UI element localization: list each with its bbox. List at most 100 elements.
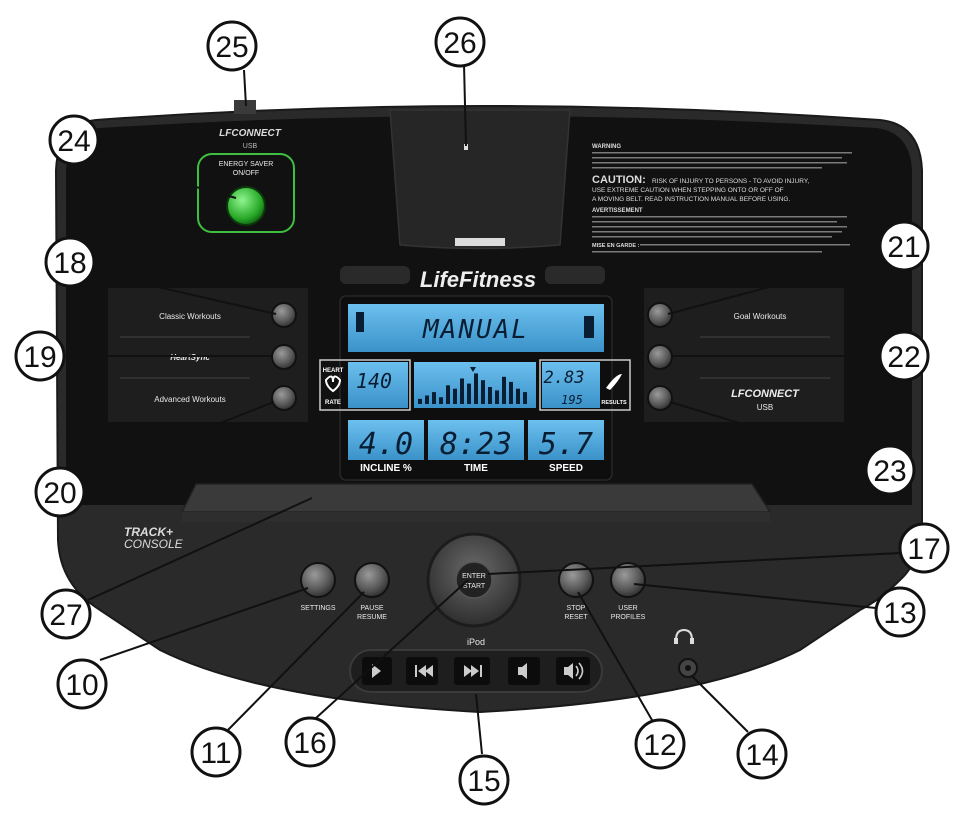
- volume-down-icon: [518, 663, 527, 679]
- results-window: [542, 362, 600, 408]
- play-icon: [372, 664, 381, 678]
- lfconnect-usb-label: USB: [757, 403, 773, 412]
- profile-bar: [467, 383, 471, 404]
- callout-10: 10: [56, 658, 108, 710]
- svg-text:18: 18: [53, 247, 86, 280]
- callout-26: 26: [434, 16, 486, 68]
- ipod-next-button[interactable]: [454, 657, 490, 685]
- usb-port-top[interactable]: [234, 100, 256, 114]
- ipod-volume-down-button[interactable]: [508, 657, 540, 685]
- profiles-label-1: USER: [618, 605, 637, 612]
- svg-text:23: 23: [873, 455, 906, 488]
- rack-marker: [464, 144, 468, 150]
- ipod-label: iPod: [467, 637, 485, 647]
- lfconnect-usb-brand: LFCONNECT: [731, 388, 800, 400]
- profile-bars: [418, 373, 527, 404]
- speed-value: 5.7: [539, 427, 593, 462]
- rack-slot: [455, 238, 505, 246]
- stop-reset-button[interactable]: [558, 562, 594, 598]
- heart-rate-frame: [319, 359, 411, 411]
- callout-17: 17: [898, 522, 950, 574]
- warning-label: WARNING CAUTION: RISK OF INJURY TO PERSO…: [592, 144, 852, 253]
- user-profiles-button[interactable]: [610, 562, 646, 598]
- callout-19: 19: [14, 330, 66, 382]
- time-value: 8:23: [440, 427, 512, 462]
- speed-label: SPEED: [549, 463, 583, 474]
- goal-workouts-label: Goal Workouts: [734, 312, 787, 321]
- ipod-volume-up-button[interactable]: [556, 657, 590, 685]
- svg-text:14: 14: [745, 739, 778, 772]
- caution-line1: RISK OF INJURY TO PERSONS - TO AVOID INJ…: [652, 178, 809, 185]
- callout-15: 15: [458, 754, 510, 806]
- heart-rate-value: 140: [356, 369, 392, 393]
- ipod-previous-button[interactable]: [406, 657, 438, 685]
- enter-start-button[interactable]: [455, 561, 493, 599]
- track-logo: TRACK+: [124, 525, 173, 539]
- callouts: 25 24 26 18 19 20 21 22 23 27 17 10 11 1…: [14, 16, 950, 806]
- headphone-icon: [675, 628, 693, 641]
- warning-heading: WARNING: [592, 144, 621, 150]
- goal-workouts-button[interactable]: [647, 302, 673, 328]
- profile-bar: [474, 373, 478, 404]
- results-flag-icon: [606, 374, 622, 390]
- right-menu-button-2[interactable]: [647, 344, 673, 370]
- usb-label-top: USB: [243, 143, 258, 150]
- profile-bar: [446, 385, 450, 404]
- stop-label-2: RESET: [564, 614, 588, 621]
- svg-text:15: 15: [467, 765, 500, 798]
- heart-icon: [324, 375, 342, 393]
- time-label: TIME: [464, 463, 488, 474]
- start-label: START: [463, 583, 486, 590]
- callout-23: 23: [864, 444, 916, 496]
- callout-20: 20: [34, 466, 86, 518]
- pause-label-2: RESUME: [357, 614, 387, 621]
- settings-button[interactable]: [300, 562, 336, 598]
- profile-bar: [460, 378, 464, 404]
- heartsync-button[interactable]: [271, 344, 297, 370]
- profile-bar: [509, 381, 513, 404]
- incline-value: 4.0: [359, 427, 413, 462]
- profile-bar: [495, 390, 499, 404]
- heartsync-label: HeartSync: [170, 353, 210, 362]
- energy-saver-label-2: ON/OFF: [233, 170, 259, 177]
- svg-text:16: 16: [293, 727, 326, 760]
- profile-bar: [481, 380, 485, 404]
- advanced-workouts-button[interactable]: [271, 385, 297, 411]
- svg-text:26: 26: [443, 27, 476, 60]
- heart-rate-window: [348, 362, 408, 408]
- energy-saver-frame: [197, 153, 295, 233]
- lcd-icon-right: [584, 316, 594, 338]
- profile-bar: [453, 388, 457, 404]
- energy-saver-label-1: ENERGY SAVER: [219, 161, 274, 168]
- classic-workouts-button[interactable]: [271, 302, 297, 328]
- energy-saver-button[interactable]: [226, 186, 266, 226]
- svg-text:19: 19: [23, 341, 56, 374]
- svg-text:27: 27: [49, 599, 82, 632]
- callout-14: 14: [736, 728, 788, 780]
- console-logo: CONSOLE: [124, 537, 184, 551]
- next-icon: [464, 665, 482, 677]
- time-window: [428, 420, 524, 460]
- volume-up-icon: [564, 663, 573, 679]
- enter-label: ENTER: [462, 573, 486, 580]
- profile-bar: [432, 392, 436, 404]
- classic-workouts-label: Classic Workouts: [159, 312, 221, 321]
- advanced-workouts-label: Advanced Workouts: [154, 395, 225, 404]
- caution-word: CAUTION:: [592, 174, 646, 186]
- callout-25: 25: [206, 20, 258, 72]
- callout-21: 21: [878, 220, 930, 272]
- heart-label-bottom: RATE: [325, 400, 341, 406]
- callout-11: 11: [190, 726, 242, 778]
- pause-resume-button[interactable]: [354, 562, 390, 598]
- lcd-icon-left: [356, 312, 364, 332]
- profile-bar: [425, 395, 429, 404]
- svg-text:12: 12: [643, 729, 676, 762]
- logo-pad-left: [340, 266, 410, 284]
- callout-22: 22: [878, 330, 930, 382]
- profiles-label-2: PROFILES: [611, 614, 646, 621]
- svg-text:10: 10: [65, 669, 98, 702]
- ipod-play-pause-button[interactable]: [362, 657, 392, 685]
- results-button[interactable]: [647, 385, 673, 411]
- usb-brand-top: LFCONNECT: [219, 128, 282, 139]
